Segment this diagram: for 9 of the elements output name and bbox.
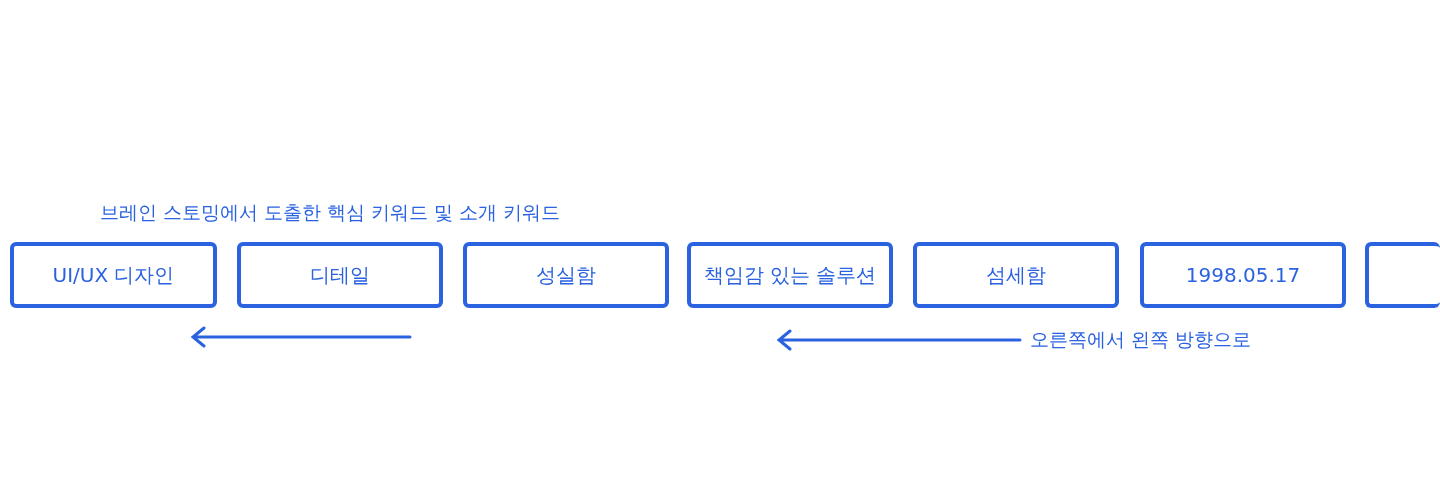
keyword-box: UI/UX 디자인 bbox=[10, 242, 217, 308]
direction-note: 오른쪽에서 왼쪽 방향으로 bbox=[1030, 327, 1252, 352]
heading-text: 브레인 스토밍에서 도출한 핵심 키워드 및 소개 키워드 bbox=[100, 200, 561, 225]
keyword-box: 책임감 있는 솔루션 bbox=[687, 242, 893, 308]
keyword-box: 디테일 bbox=[237, 242, 443, 308]
keyword-box: 1998.05.17 bbox=[1140, 242, 1346, 308]
keyword-box bbox=[1365, 242, 1440, 308]
keyword-box: 성실함 bbox=[463, 242, 669, 308]
keyword-box: 섬세함 bbox=[913, 242, 1119, 308]
